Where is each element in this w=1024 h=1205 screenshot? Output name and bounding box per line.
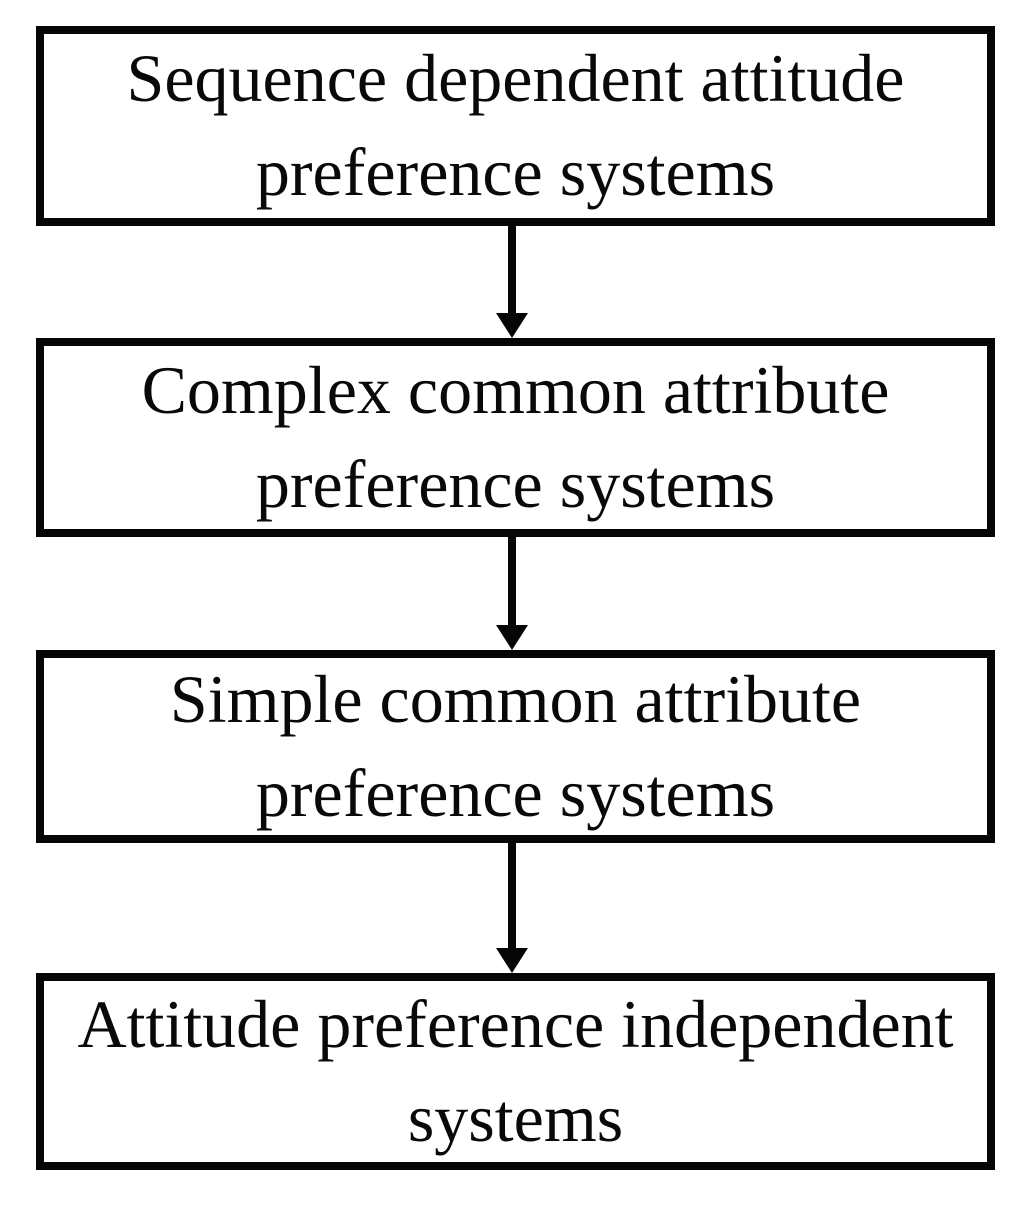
node-label: Sequence dependent attitude preference s… bbox=[126, 40, 905, 210]
down-arrow-connector-3 bbox=[0, 843, 1024, 973]
flowchart-node-simple-common-attribute: Simple common attribute preference syste… bbox=[36, 650, 995, 843]
flowchart-node-complex-common-attribute: Complex common attribute preference syst… bbox=[36, 338, 995, 537]
node-label: Complex common attribute preference syst… bbox=[141, 351, 890, 522]
node-label: Simple common attribute preference syste… bbox=[169, 660, 862, 831]
flowchart-node-sequence-dependent-attitude: Sequence dependent attitude preference s… bbox=[36, 26, 995, 226]
arrowhead-icon bbox=[496, 313, 528, 338]
arrow-shaft bbox=[508, 226, 516, 313]
down-arrow-connector-1 bbox=[0, 226, 1024, 338]
flowchart-node-attitude-preference-independent: Attitude preference independent systems bbox=[36, 973, 995, 1170]
down-arrow-connector-2 bbox=[0, 537, 1024, 650]
arrow-shaft bbox=[508, 843, 516, 948]
arrowhead-icon bbox=[496, 625, 528, 650]
arrow-shaft bbox=[508, 537, 516, 625]
arrowhead-icon bbox=[496, 948, 528, 973]
node-label: Attitude preference independent systems bbox=[77, 985, 954, 1156]
